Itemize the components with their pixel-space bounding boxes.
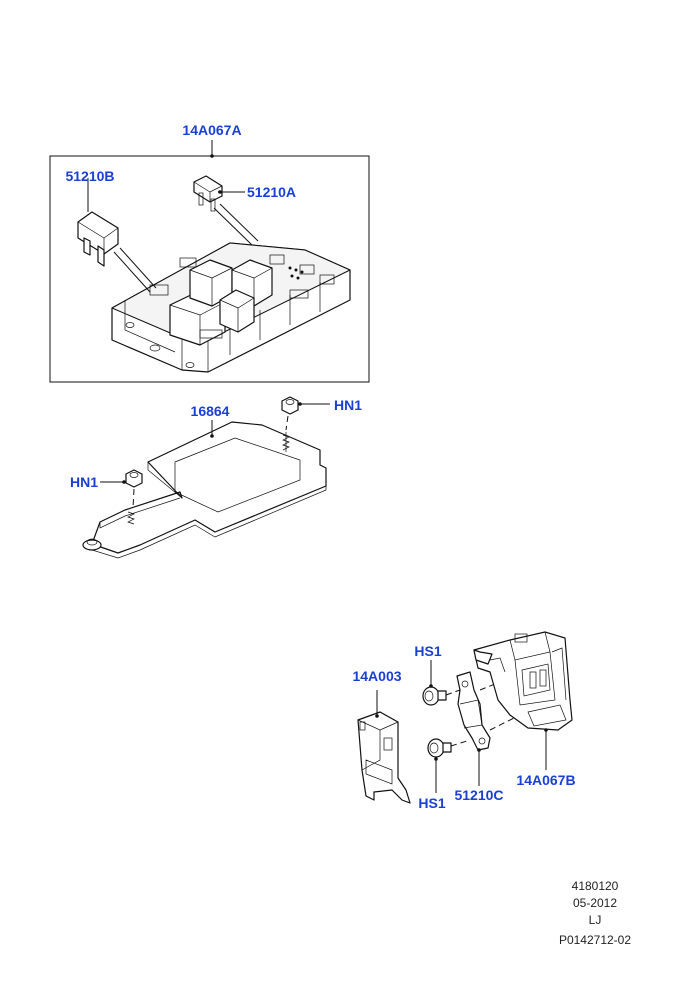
footer-line2: 05-2012: [573, 896, 617, 910]
fuse-box-14A067B: [473, 631, 573, 770]
label-HS1-lower: HS1: [418, 795, 445, 811]
footer-line1: 4180120: [572, 879, 619, 893]
cover-14A003: [357, 690, 411, 804]
screw-upper: [422, 660, 461, 706]
fuse-box-frame: [49, 155, 370, 383]
label-51210C: 51210C: [454, 787, 503, 803]
label-14A067B: 14A067B: [516, 772, 575, 788]
fuse-51210A: [193, 175, 259, 246]
fuse-51210B: [77, 178, 157, 293]
footer-line3: LJ: [589, 913, 602, 927]
label-51210A: 51210A: [247, 184, 296, 200]
fuse-box-group: [49, 140, 370, 383]
nut-lower: [100, 469, 143, 525]
label-HN1-lower: HN1: [70, 474, 98, 490]
screw-lower: [427, 738, 471, 793]
nut-upper: [281, 396, 330, 452]
label-14A003: 14A003: [352, 668, 401, 684]
label-16864: 16864: [191, 403, 230, 419]
footer-line4: P0142712-02: [559, 933, 631, 947]
label-HS1-upper: HS1: [414, 643, 441, 659]
label-51210B: 51210B: [65, 168, 114, 184]
bracket-16864: [82, 421, 327, 559]
label-HN1-upper: HN1: [334, 397, 362, 413]
bracket-group: [82, 396, 330, 559]
label-14A067A: 14A067A: [182, 122, 241, 138]
fuse-box-housing: [111, 242, 351, 373]
fuse-51210C: [456, 671, 521, 786]
lower-assembly-group: [357, 631, 573, 804]
